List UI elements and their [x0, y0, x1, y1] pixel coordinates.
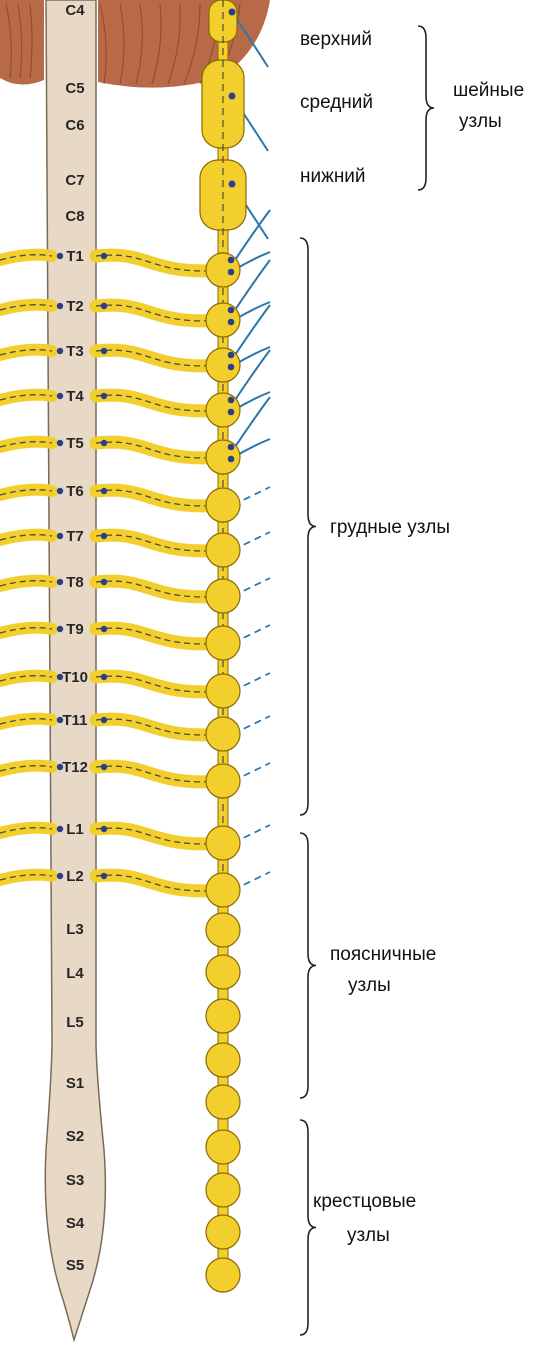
segment-label-s4: S4: [66, 1215, 85, 1232]
spinal-root-right: [96, 719, 223, 735]
segment-label-l3: L3: [66, 921, 84, 938]
ganglion-T5: [206, 440, 240, 474]
label-lumbar-group-line1: поясничные: [330, 944, 436, 965]
ganglion-lower-5: [206, 1085, 240, 1119]
segment-label-l2: L2: [66, 868, 84, 885]
segment-label-c6: C6: [65, 117, 84, 134]
ganglion-T1: [206, 253, 240, 287]
spinal-root-right: [96, 628, 223, 644]
spinal-root-right: [96, 676, 223, 692]
ganglion-T10: [206, 674, 240, 708]
ganglion-lower-6: [206, 1130, 240, 1164]
ganglion-L2: [206, 873, 240, 907]
bracket-sacral: [300, 1120, 316, 1335]
ganglion-T7: [206, 533, 240, 567]
segment-label-t5: T5: [66, 435, 84, 452]
spinal-root-right: [96, 305, 223, 321]
segment-label-s3: S3: [66, 1172, 84, 1189]
spinal-root-right: [96, 490, 223, 506]
ganglion-lower-2: [206, 955, 240, 989]
segment-label-t11: T11: [62, 712, 87, 729]
segment-label-l5: L5: [66, 1014, 84, 1031]
ganglion-lower-1: [206, 913, 240, 947]
spinal-root-right: [96, 255, 223, 271]
spinal-root-right: [96, 535, 223, 551]
ganglion-lower-8: [206, 1215, 240, 1249]
ganglion-T12: [206, 764, 240, 798]
ganglion-lower-4: [206, 1043, 240, 1077]
spinal-root-right: [96, 442, 223, 458]
ganglion-T2: [206, 303, 240, 337]
label-lumbar-group-line2: узлы: [348, 975, 391, 996]
label-cervical-upper: верхний: [300, 29, 372, 50]
segment-label-c4: C4: [65, 2, 85, 19]
ganglion-T11: [206, 717, 240, 751]
ganglion-lower-9: [206, 1258, 240, 1292]
spinal-root-right: [96, 875, 223, 891]
ganglion-L1: [206, 826, 240, 860]
segment-label-t2: T2: [66, 298, 84, 315]
segment-label-t8: T8: [66, 574, 84, 591]
segment-label-t1: T1: [66, 248, 84, 265]
label-cervical-lower: нижний: [300, 166, 366, 187]
bracket-lumbar: [300, 833, 316, 1098]
spinal-root-right: [96, 395, 223, 411]
segment-label-t3: T3: [66, 343, 84, 360]
ganglion-T9: [206, 626, 240, 660]
segment-label-l4: L4: [66, 965, 84, 982]
ganglion-lower-3: [206, 999, 240, 1033]
ganglion-T4: [206, 393, 240, 427]
segment-label-t9: T9: [66, 621, 84, 638]
segment-label-t7: T7: [66, 528, 84, 545]
spinal-root-right: [96, 350, 223, 366]
spinal-root-right: [96, 581, 223, 597]
segment-label-c7: C7: [65, 172, 84, 189]
label-cervical-group-line1: шейные: [453, 80, 524, 101]
label-sacral-group-line2: узлы: [347, 1225, 390, 1246]
bracket-cervical: [418, 26, 434, 190]
label-thoracic-group: грудные узлы: [330, 517, 450, 538]
segment-label-s1: S1: [66, 1075, 84, 1092]
segment-label-t10: T10: [62, 669, 88, 686]
spinal-root-right: [96, 766, 223, 782]
segment-label-t6: T6: [66, 483, 84, 500]
segment-label-l1: L1: [66, 821, 84, 838]
segment-label-t4: T4: [66, 388, 84, 405]
segment-label-c5: C5: [65, 80, 84, 97]
ganglion-lower-7: [206, 1173, 240, 1207]
bracket-thoracic: [300, 238, 316, 815]
ganglion-T8: [206, 579, 240, 613]
segment-label-c8: C8: [65, 208, 84, 225]
label-sacral-group-line1: крестцовые: [313, 1191, 416, 1212]
segment-label-s5: S5: [66, 1257, 84, 1274]
spinal-root-right: [96, 828, 223, 844]
ganglion-T3: [206, 348, 240, 382]
label-cervical-group-line2: узлы: [459, 111, 502, 132]
label-cervical-middle: средний: [300, 92, 373, 113]
segment-label-t12: T12: [62, 759, 88, 776]
segment-label-s2: S2: [66, 1128, 84, 1145]
ganglion-T6: [206, 488, 240, 522]
